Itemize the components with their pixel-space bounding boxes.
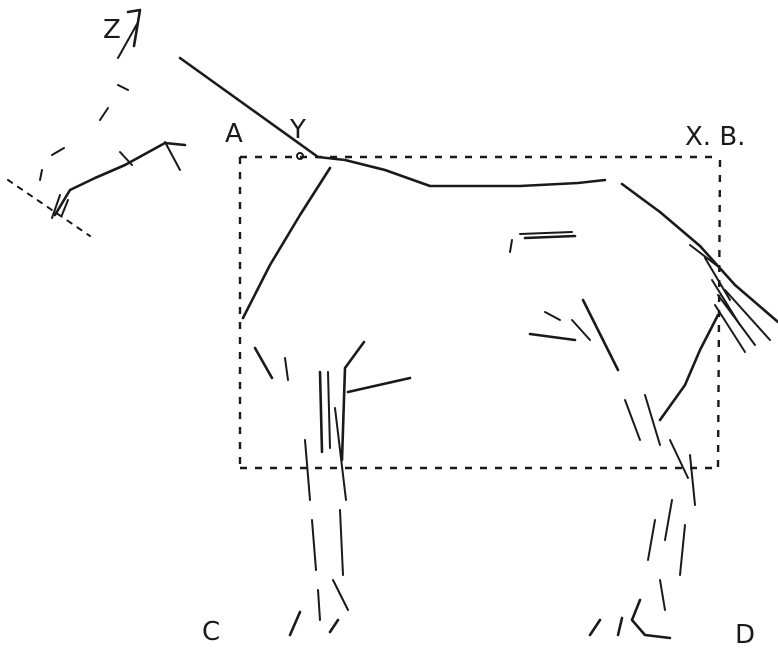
- tail-sketch: [620, 182, 778, 353]
- back-outline: [316, 155, 607, 188]
- neck-line: [178, 56, 320, 159]
- head-sketch: [7, 8, 187, 237]
- hind-legs: [581, 298, 720, 640]
- label-y: Y: [289, 115, 306, 145]
- body-markings: [509, 231, 591, 342]
- label-z: Z: [103, 15, 121, 45]
- label-c: C: [202, 617, 220, 647]
- withers-marker: [296, 152, 304, 160]
- front-legs: [253, 340, 412, 637]
- label-xb: X. B.: [685, 122, 745, 152]
- label-d: D: [735, 620, 755, 650]
- chest-outline: [241, 166, 332, 320]
- label-a: A: [225, 119, 243, 149]
